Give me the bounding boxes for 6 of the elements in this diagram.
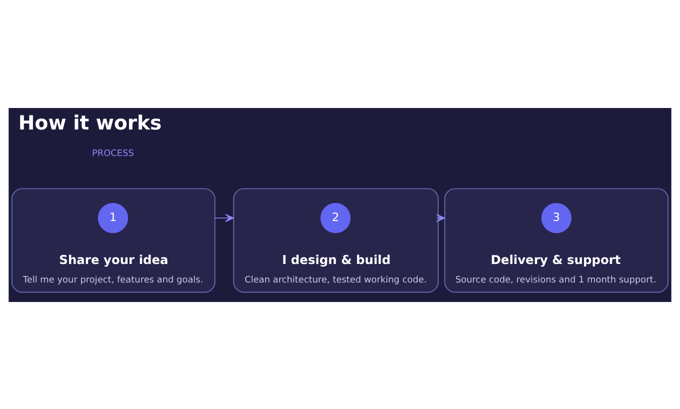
node-circle: 1 — [98, 202, 128, 233]
label: PROCESS — [92, 148, 134, 158]
arrow — [214, 213, 234, 222]
diagram-title: How it works — [18, 110, 162, 134]
node-circle: 3 — [541, 202, 572, 233]
node-circle: 2 — [320, 202, 351, 233]
